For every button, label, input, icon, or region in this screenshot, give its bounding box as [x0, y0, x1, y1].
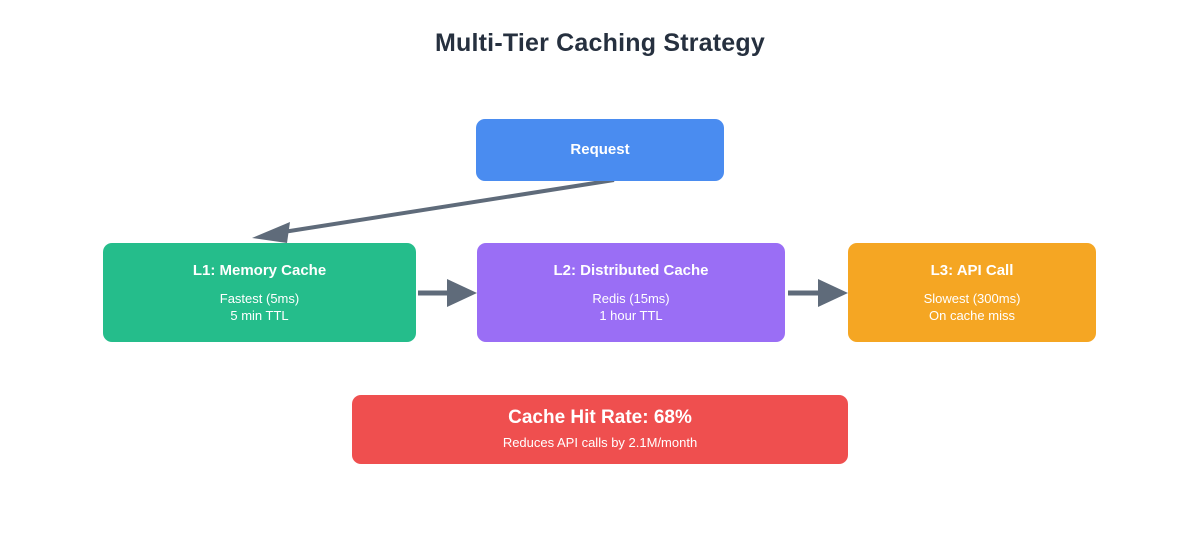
node-l3-title: L3: API Call: [930, 261, 1014, 279]
page-title: Multi-Tier Caching Strategy: [435, 29, 765, 57]
node-l1-details: Fastest (5ms) 5 min TTL: [220, 290, 299, 324]
node-l3-latency: Slowest (300ms): [923, 290, 1021, 306]
node-l1-memory-cache[interactable]: L1: Memory Cache Fastest (5ms) 5 min TTL: [103, 243, 416, 342]
node-l3-api-call[interactable]: L3: API Call Slowest (300ms) On cache mi…: [848, 243, 1096, 342]
node-request-title: Request: [570, 141, 630, 158]
node-l2-ttl: 1 hour TTL: [599, 307, 663, 323]
cache-hit-rate-savings: Reduces API calls by 2.1M/month: [502, 434, 698, 450]
node-l1-latency: Fastest (5ms): [219, 290, 300, 306]
node-l2-details: Redis (15ms) 1 hour TTL: [592, 290, 669, 324]
node-l1-ttl: 5 min TTL: [230, 307, 289, 323]
cache-hit-rate-details: Reduces API calls by 2.1M/month: [503, 434, 697, 451]
edge-request-to-l1: [252, 178, 615, 243]
edge-l2-to-l3: [788, 279, 848, 307]
node-cache-hit-rate-summary[interactable]: Cache Hit Rate: 68% Reduces API calls by…: [352, 395, 848, 464]
node-l2-distributed-cache[interactable]: L2: Distributed Cache Redis (15ms) 1 hou…: [477, 243, 785, 342]
node-request[interactable]: Request: [476, 119, 724, 181]
node-l3-details: Slowest (300ms) On cache miss: [924, 290, 1021, 324]
node-l2-title: L2: Distributed Cache: [553, 261, 709, 279]
edge-l1-to-l2: [418, 279, 477, 307]
node-l2-latency: Redis (15ms): [592, 290, 670, 306]
node-l3-condition: On cache miss: [929, 307, 1015, 323]
node-l1-title: L1: Memory Cache: [192, 261, 327, 279]
cache-hit-rate-title: Cache Hit Rate: 68%: [508, 406, 692, 428]
